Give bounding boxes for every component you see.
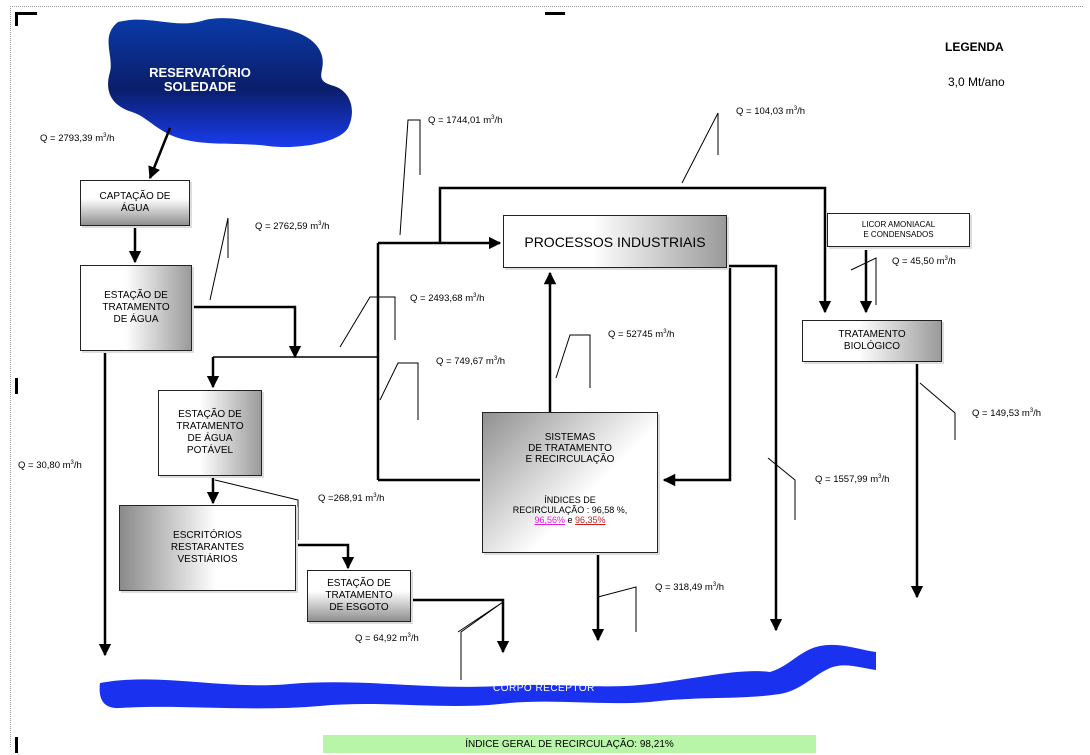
corner-mark-top-center — [545, 12, 565, 15]
box-captacao: CAPTAÇÃO DE ÁGUA — [80, 180, 190, 226]
legend-value: 3,0 Mt/ano — [948, 75, 1005, 89]
flow-label-q1: Q = 2793,39 m3/h — [40, 133, 115, 145]
corner-mark-top-left-v — [15, 12, 18, 26]
box-sistemas — [482, 412, 658, 553]
flow-label-q10: Q = 30,80 m3/h — [18, 460, 82, 472]
flow-label-q7: Q = 52745 m3/h — [608, 329, 675, 341]
sistemas-title: SISTEMAS DE TRATAMENTO E RECIRCULAÇÃO — [525, 432, 615, 465]
flow-label-q2: Q = 2762,59 m3/h — [255, 221, 330, 233]
index-value-red: 96,35% — [575, 515, 606, 525]
flow-label-q12: Q = 1557,99 m3/h — [815, 474, 890, 486]
reservoir-shape — [108, 18, 352, 148]
box-licor: LICOR AMONIACAL E CONDENSADOS — [827, 213, 970, 247]
box-etap: ESTAÇÃO DE TRATAMENTO DE ÁGUA POTÁVEL — [158, 390, 262, 476]
box-escritorios: ESCRITÓRIOS RESTARANTES VESTIÁRIOS — [119, 505, 296, 591]
legend-title: LEGENDA — [945, 40, 1004, 54]
flow-label-q8: Q = 45,50 m3/h — [892, 256, 956, 268]
index-sep: e — [564, 515, 575, 525]
river-label: CORPO RECEPTOR — [493, 683, 595, 694]
river-shape — [99, 644, 877, 709]
index-value-pink: 96,56% — [534, 515, 565, 525]
page-frame — [10, 6, 1083, 747]
flow-label-q14: Q = 64,92 m3/h — [355, 633, 419, 645]
flow-label-q13: Q = 318,49 m3/h — [655, 582, 725, 594]
flow-label-q5: Q = 2493,68 m3/h — [410, 293, 485, 305]
sistemas-index-line1: ÍNDICES DE — [544, 495, 596, 505]
box-eta: ESTAÇÃO DE TRATAMENTO DE ÁGUA — [80, 265, 192, 351]
flow-label-q4: Q = 104,03 m3/h — [736, 106, 806, 118]
reservoir-label: RESERVATÓRIO SOLEDADE — [149, 65, 251, 94]
corner-mark-mid-left — [15, 378, 18, 394]
flow-label-q9: Q = 149,53 m3/h — [972, 408, 1042, 420]
flow-label-q6: Q = 749,67 m3/h — [436, 356, 506, 368]
box-processos: PROCESSOS INDUSTRIAIS — [503, 215, 727, 268]
corner-mark-bottom-left — [15, 737, 18, 753]
box-ete: ESTAÇÃO DE TRATAMENTO DE ESGOTO — [307, 570, 411, 622]
sistemas-index: ÍNDICES DE RECIRCULAÇÃO : 96,58 %, 96,56… — [482, 495, 658, 525]
sistemas-index-line2: RECIRCULAÇÃO : 96,58 %, — [512, 505, 628, 515]
flow-label-q11: Q =268,91 m3/h — [318, 493, 385, 505]
sistemas-index-line3: 96,56% e 96,35% — [482, 515, 658, 525]
flow-label-q3: Q = 1744,01 m3/h — [428, 115, 503, 127]
corner-mark-top-left — [15, 12, 37, 15]
general-recirculation-index: ÍNDICE GERAL DE RECIRCULAÇÃO: 98,21% — [323, 735, 816, 753]
box-tratamento-biologico: TRATAMENTO BIOLÓGICO — [802, 320, 942, 362]
